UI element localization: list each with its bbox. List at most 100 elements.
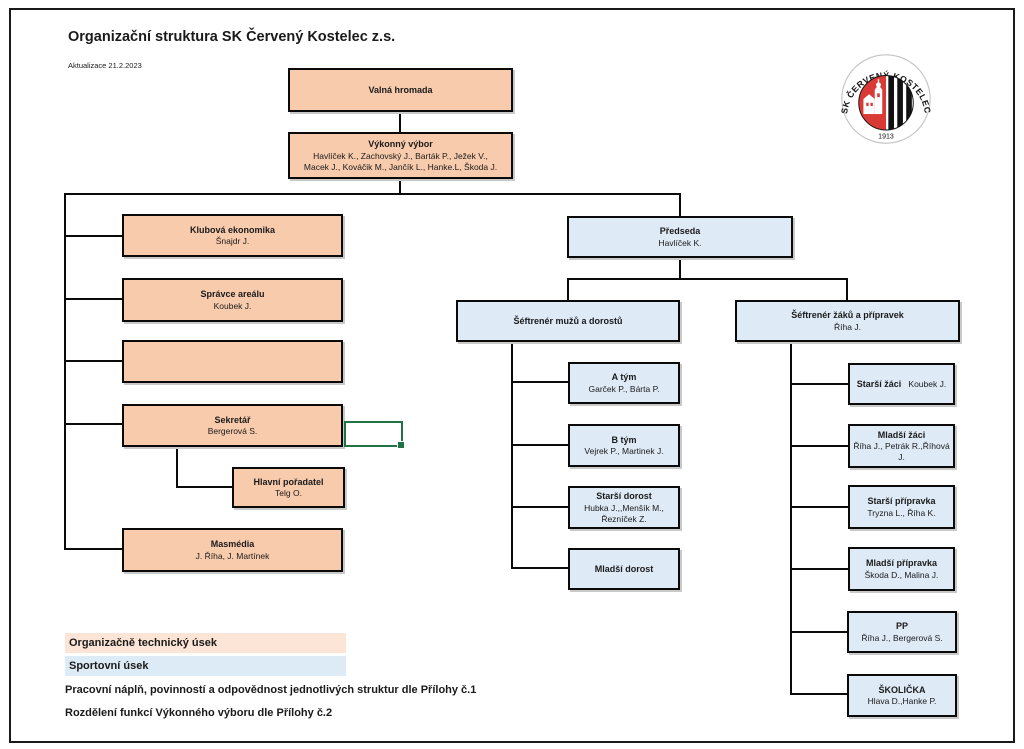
- connector: [64, 423, 122, 425]
- legend-note-1: Pracovní náplň, povinností a odpovědnost…: [65, 684, 477, 696]
- org-box-klubova-ekonomika[interactable]: Klubová ekonomika Šnajdr J.: [122, 214, 343, 257]
- box-title: Klubová ekonomika: [189, 224, 276, 235]
- legend-technical-section: Organizačně technický úsek: [65, 633, 346, 653]
- box-members: Telg O.: [275, 488, 302, 499]
- box-members: Hlava D.,Hanke P.: [867, 696, 937, 707]
- connector: [64, 193, 681, 195]
- org-box-pp[interactable]: PP Říha J., Bergerová S.: [847, 611, 957, 653]
- club-logo-badge-icon: SK ČERVENÝ KOSTELEC: [839, 54, 932, 144]
- org-box-empty[interactable]: [122, 340, 343, 383]
- connector: [64, 548, 122, 550]
- logo-year: 1913: [878, 133, 894, 140]
- box-title: Hlavní pořadatel: [253, 476, 324, 487]
- box-members: Šnajdr J.: [215, 236, 250, 247]
- org-box-starsi-dorost[interactable]: Starší dorost Hubka J.,,Menšík M., Řezní…: [568, 486, 680, 529]
- org-box-masmedia[interactable]: Masmédia J. Říha, J. Martínek: [122, 528, 343, 572]
- connector: [176, 486, 232, 488]
- box-members: Říha J.: [834, 321, 861, 332]
- connector: [567, 278, 848, 280]
- box-title: Šéftrenér žáků a přípravek: [791, 310, 904, 321]
- box-title: Předseda: [659, 226, 701, 237]
- box-members: Havlíček K., Zachovský J., Barták P., Je…: [313, 150, 488, 161]
- box-members: Tryzna L., Říha K.: [867, 507, 936, 518]
- org-box-valna-hromada[interactable]: Valná hromada: [288, 68, 513, 112]
- box-title: B tým: [611, 434, 637, 445]
- org-box-vykonny-vybor[interactable]: Výkonný výbor Havlíček K., Zachovský J.,…: [288, 132, 513, 179]
- box-title: Mladší žáci: [877, 429, 926, 440]
- org-box-hlavni-poradatel[interactable]: Hlavní pořadatel Telg O.: [232, 467, 345, 508]
- box-members: J. Říha, J. Martínek: [195, 550, 270, 561]
- connector: [790, 693, 847, 695]
- org-box-b-tym[interactable]: B tým Vejrek P., Martinek J.: [568, 424, 680, 467]
- org-box-spravce-arealu[interactable]: Správce areálu Koubek J.: [122, 278, 343, 322]
- fill-handle[interactable]: [397, 441, 405, 449]
- org-box-seftrener-muzu[interactable]: Šéftrenér mužů a dorostů: [456, 300, 680, 342]
- box-title: Starší žáci: [856, 378, 902, 389]
- org-box-seftrener-zaku[interactable]: Šéftrenér žáků a přípravek Říha J.: [735, 300, 960, 342]
- legend-sport-section: Sportovní úsek: [65, 656, 346, 676]
- connector: [790, 568, 848, 570]
- org-box-sekretar[interactable]: Sekretář Bergerová S.: [122, 404, 343, 447]
- box-title: ŠKOLIČKA: [878, 684, 926, 695]
- box-members: J.: [898, 452, 905, 463]
- box-title: Starší přípravka: [867, 496, 936, 507]
- box-title: PP: [895, 621, 908, 632]
- box-members: Vejrek P., Martinek J.: [584, 446, 664, 457]
- connector: [790, 342, 792, 695]
- box-members: Bergerová S.: [207, 426, 258, 437]
- org-box-mladsi-dorost[interactable]: Mladší dorost: [568, 548, 680, 590]
- org-box-skolicka[interactable]: ŠKOLIČKA Hlava D.,Hanke P.: [847, 674, 957, 717]
- connector: [64, 360, 122, 362]
- updated-date: Aktualizace 21.2.2023: [68, 61, 142, 70]
- box-members: Škoda D., Malina J.: [864, 569, 939, 580]
- connector: [790, 383, 848, 385]
- box-title: Správce areálu: [200, 289, 265, 300]
- connector: [64, 235, 122, 237]
- org-box-predseda[interactable]: Předseda Havlíček K.: [567, 216, 793, 258]
- legend-note-2: Rozdělení funkcí Výkonného výboru dle Př…: [65, 707, 333, 719]
- selected-cell[interactable]: [344, 421, 405, 449]
- box-title: Sekretář: [214, 414, 251, 425]
- box-members: Hubka J.,,Menšík M.,: [584, 502, 664, 513]
- org-box-starsi-pripravka[interactable]: Starší přípravka Tryzna L., Říha K.: [848, 485, 955, 529]
- connector: [399, 179, 401, 195]
- connector: [511, 444, 568, 446]
- box-title: Starší dorost: [596, 491, 652, 502]
- box-members: Koubek J.: [908, 378, 947, 389]
- connector: [846, 278, 848, 300]
- connector: [679, 258, 681, 280]
- org-box-mladsi-zaci[interactable]: Mladší žáci Říha J., Petrák R.,Říhová J.: [848, 424, 955, 468]
- connector: [176, 447, 178, 488]
- connector: [511, 381, 568, 383]
- connector: [64, 298, 122, 300]
- connector: [399, 112, 401, 133]
- box-members: Řezníček Z.: [601, 513, 647, 524]
- box-members: Koubek J.: [213, 300, 252, 311]
- box-members: Macek J., Kováčik M., Jančík L., Hanke.L…: [303, 161, 498, 172]
- org-box-a-tym[interactable]: A tým Garček P., Bárta P.: [568, 362, 680, 404]
- connector: [790, 631, 847, 633]
- connector: [790, 506, 848, 508]
- box-title: Výkonný výbor: [368, 139, 433, 150]
- box-members: Garček P., Bárta P.: [588, 383, 660, 394]
- box-members: Říha J., Bergerová S.: [861, 632, 943, 643]
- box-title: Mladší dorost: [594, 563, 654, 574]
- club-logo: SK ČERVENÝ KOSTELEC: [839, 52, 933, 146]
- connector: [679, 193, 681, 216]
- box-members: Říha J., Petrák R.,Říhová: [853, 441, 950, 452]
- org-box-starsi-zaci[interactable]: Starší žáci Koubek J.: [848, 363, 955, 405]
- connector: [64, 193, 66, 550]
- connector: [567, 278, 569, 300]
- box-title: Masmédia: [210, 539, 255, 550]
- connector: [511, 567, 568, 569]
- box-members: Havlíček K.: [658, 237, 702, 248]
- connector: [511, 506, 568, 508]
- box-content: Starší žáci Koubek J.: [857, 378, 946, 390]
- box-title: Valná hromada: [368, 84, 433, 95]
- org-box-mladsi-pripravka[interactable]: Mladší přípravka Škoda D., Malina J.: [848, 547, 955, 591]
- box-title: A tým: [611, 372, 637, 383]
- church-icon: [863, 79, 883, 115]
- page-title: Organizační struktura SK Červený Kostele…: [68, 29, 396, 45]
- connector: [511, 342, 513, 569]
